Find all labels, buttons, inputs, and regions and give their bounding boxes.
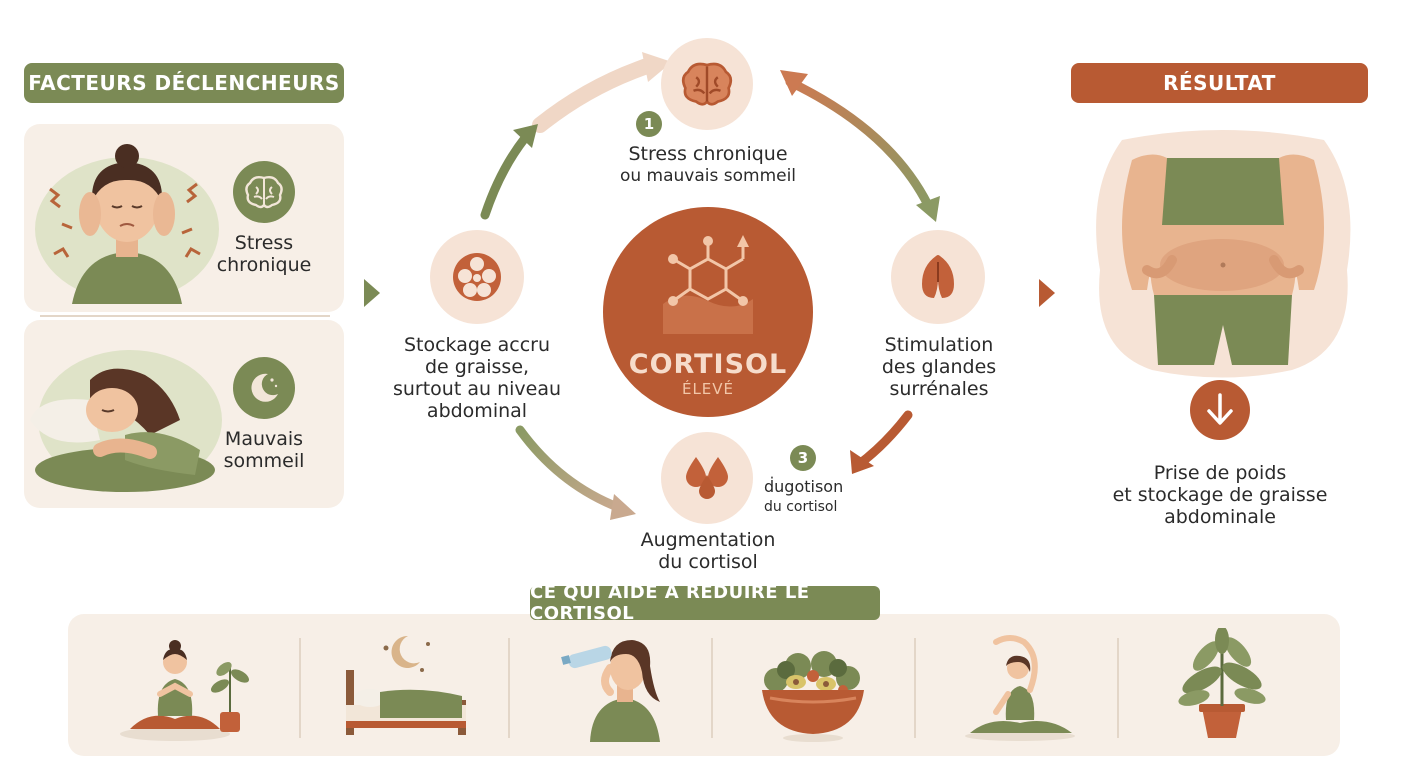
arrow-top-left (532, 57, 658, 133)
sleeping-woman-illustration (30, 350, 222, 492)
step4-label: Stockage accru de graisse, surtout au ni… (392, 334, 562, 422)
step1-title: Stress chronique (628, 143, 788, 165)
trigger-divider (40, 315, 330, 317)
arrow-left-up (480, 133, 530, 220)
triggers-header: FACTEURS DÉCLENCHEURS (24, 63, 344, 103)
help-divider (914, 638, 916, 738)
help-divider (711, 638, 713, 738)
salad-bowl-icon (762, 651, 864, 742)
trigger-sleep-label: Mauvais sommeil (223, 428, 305, 472)
step3-side-label: ḋugotison du cortisol (764, 477, 844, 515)
step3-drops-icon (661, 432, 753, 524)
trigger-stress-label: Stress chronique (216, 232, 312, 276)
trigger-card-stress: Stress chronique (24, 124, 344, 312)
help-panel (68, 614, 1340, 756)
step1-subtitle: ou mauvais sommeil (619, 166, 797, 186)
step4-fat-cell-icon (430, 230, 524, 324)
result-arrow-down-icon (1190, 380, 1250, 440)
help-divider (1117, 638, 1119, 738)
cycle-arrows (480, 52, 940, 520)
step1-badge: 1 (636, 111, 662, 137)
center-title: CORTISOL (628, 349, 788, 380)
center-subtitle: ÉLEVÉ (681, 380, 735, 398)
arrow-top-right (785, 77, 933, 210)
result-header: RÉSULTAT (1071, 63, 1368, 103)
arrow-bottom-left (515, 425, 625, 513)
help-header: CE QUI AIDE À RÉDUIRE LE CORTISOL (530, 582, 880, 624)
triggers-to-cycle-arrow (364, 279, 380, 307)
arrow-right-down (853, 410, 913, 470)
help-divider (299, 638, 301, 738)
cycle-to-result-arrow (1039, 279, 1055, 307)
abdominal-fat-illustration (1096, 130, 1351, 378)
plant-icon (1178, 628, 1266, 738)
step3-label: Augmentation du cortisol (640, 529, 776, 573)
stressed-woman-illustration (35, 144, 219, 304)
sleep-bed-icon (346, 635, 466, 735)
cortisol-center-circle: CORTISOL ÉLEVÉ (603, 207, 813, 417)
brain-icon (233, 161, 295, 223)
hydration-icon (561, 640, 660, 742)
help-divider (508, 638, 510, 738)
trigger-card-sleep: Mauvais sommeil (24, 320, 344, 508)
molecule-icon (663, 235, 753, 334)
step1-brain-icon (661, 38, 753, 130)
step3-badge: 3 (790, 445, 816, 471)
meditation-icon (120, 640, 250, 741)
result-label: Prise de poids et stockage de graisse ab… (1112, 462, 1328, 528)
stretching-icon (965, 635, 1075, 741)
moon-icon (233, 357, 295, 419)
step2-adrenal-gland-icon (891, 230, 985, 324)
step2-label: Stimulation des glandes surrénales (881, 334, 997, 400)
